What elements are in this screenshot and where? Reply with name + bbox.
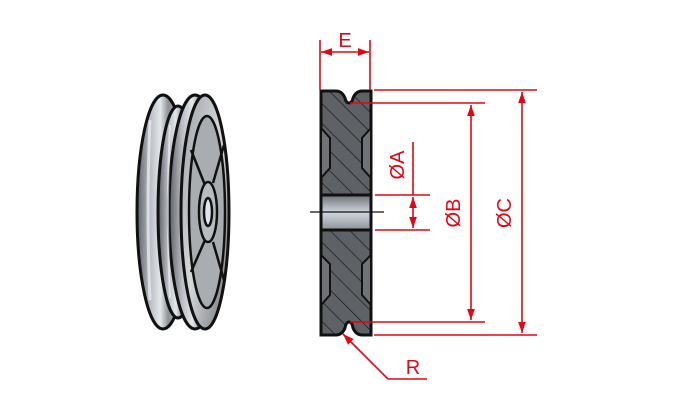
dimension-label-B: ØB <box>443 199 465 228</box>
dimension-label-R: R <box>406 357 420 379</box>
pulley-3d-view <box>135 93 231 331</box>
pulley-cross-section <box>310 89 384 337</box>
dimension-R <box>342 333 427 380</box>
dimension-label-C: ØC <box>494 198 516 228</box>
dimension-label-A: ØA <box>387 150 409 180</box>
dimension-E <box>319 40 371 90</box>
dimension-label-E: E <box>338 30 351 52</box>
dimension-B <box>350 102 485 323</box>
dimension-A <box>375 142 430 231</box>
dimension-C <box>374 89 537 336</box>
